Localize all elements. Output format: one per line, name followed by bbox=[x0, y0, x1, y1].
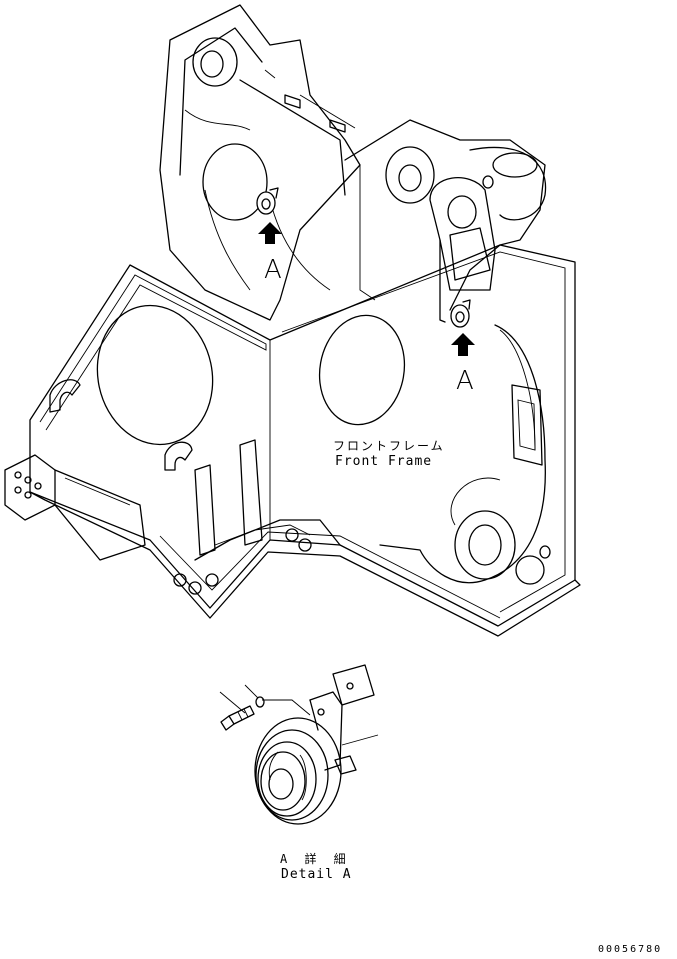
horn-location-right bbox=[450, 299, 471, 328]
frame-name-jp: フロントフレーム bbox=[333, 439, 445, 453]
detail-title-jp: A 詳 細 bbox=[280, 852, 351, 866]
horn-location-left bbox=[256, 187, 279, 215]
detail-title-en: Detail A bbox=[281, 867, 352, 882]
detail-a-horn bbox=[219, 664, 379, 825]
arrow-icon bbox=[258, 222, 282, 244]
arrow-icon bbox=[451, 333, 475, 356]
frame-name-en: Front Frame bbox=[335, 454, 433, 469]
front-frame-drawing bbox=[4, 4, 581, 637]
callout-a-right: A bbox=[456, 366, 475, 396]
drawing-number: 00056780 bbox=[598, 944, 663, 955]
callout-a-left: A bbox=[264, 255, 283, 285]
